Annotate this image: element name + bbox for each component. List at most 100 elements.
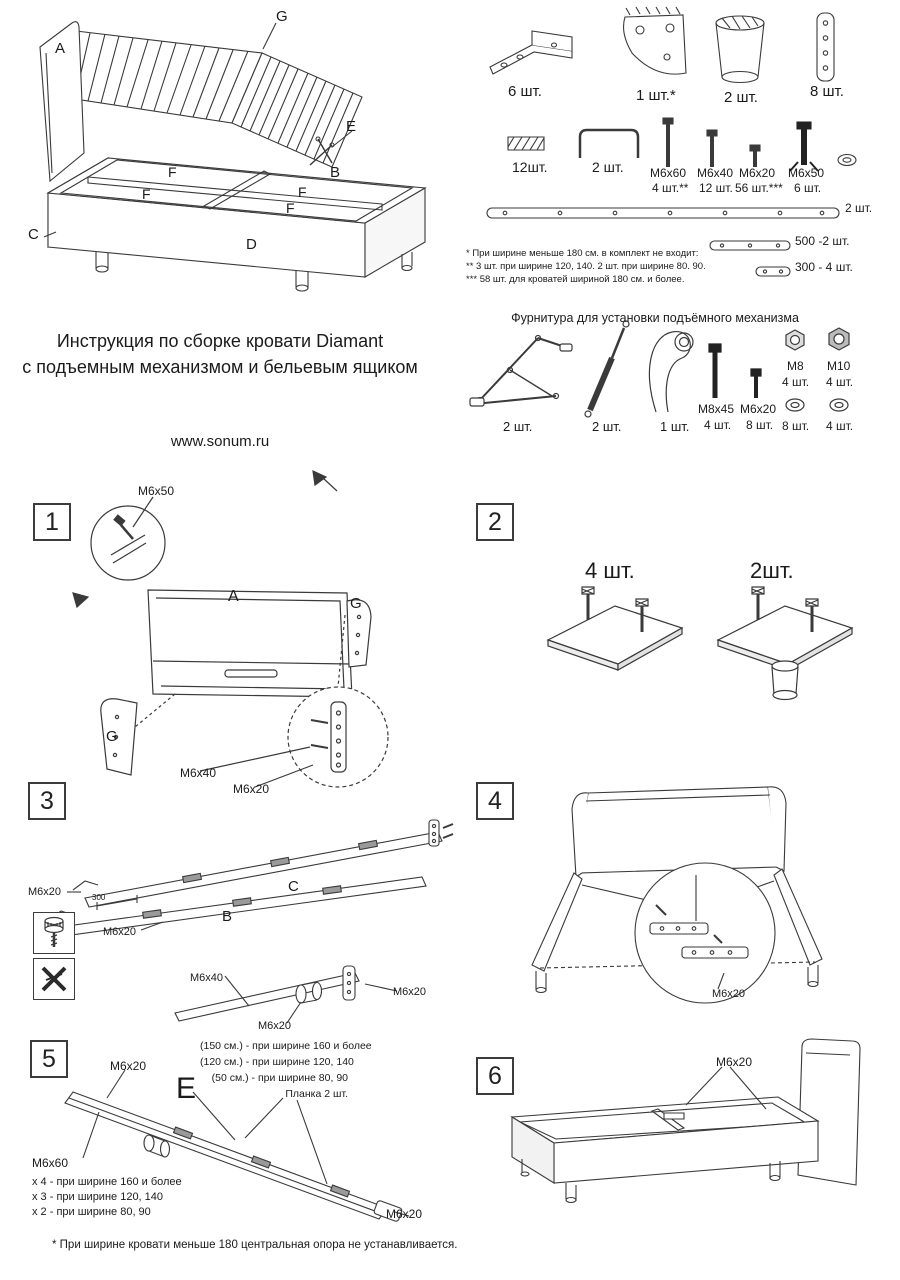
detail-circle-plate bbox=[200, 615, 388, 787]
step1-m6x50: М6х50 bbox=[138, 484, 175, 498]
label-A: A bbox=[55, 40, 66, 57]
bolt-m6x40-icon bbox=[707, 130, 717, 167]
lift-hardware-drawing bbox=[460, 308, 900, 440]
step5-m6x20-top: М6х20 bbox=[110, 1059, 147, 1073]
cylinder-leg-icon bbox=[716, 16, 764, 83]
step3-dim-300: 300 bbox=[92, 893, 106, 902]
frame-legs bbox=[536, 965, 818, 993]
step3-m6x20-left: М6х20 bbox=[28, 886, 62, 898]
label-B: B bbox=[330, 164, 341, 181]
legs bbox=[96, 252, 412, 291]
headboard-panel bbox=[148, 590, 352, 697]
step5-drawing bbox=[25, 1040, 465, 1245]
qty-mounting-plate: 8 шт. bbox=[810, 83, 844, 100]
long-rail-icon bbox=[487, 208, 839, 218]
step5-m6x60-note-1: х 4 - при ширине 160 и более bbox=[32, 1176, 182, 1188]
gas-strut-qty: 2 шт. bbox=[592, 419, 622, 434]
website-url: www.sonum.ru bbox=[170, 433, 270, 450]
step1-m6x20: М6х20 bbox=[233, 782, 270, 796]
step2-qty2: 2шт. bbox=[750, 558, 794, 583]
side-panel-left bbox=[101, 699, 137, 775]
step1-label-G-left: G bbox=[106, 728, 118, 745]
lift-mechanism-qty: 2 шт. bbox=[503, 419, 533, 434]
footnote-1: * При ширине меньше 180 см. в комплект н… bbox=[466, 248, 699, 259]
bolt-m8x45-label: М8х45 bbox=[698, 402, 735, 416]
gas-strut-icon bbox=[585, 321, 629, 417]
step1-label-G-right: G bbox=[350, 595, 362, 612]
bolt-m6x60-label: М6х60 bbox=[650, 166, 687, 180]
nut-m8-qty: 4 шт. bbox=[782, 375, 810, 389]
step3-m6x20-mid: М6х20 bbox=[103, 926, 137, 938]
step5-m6x60-note-2: х 3 - при ширине 120, 140 bbox=[32, 1191, 164, 1203]
label-F3: F bbox=[142, 186, 151, 202]
bolt-m6x60-icon bbox=[663, 118, 673, 167]
strap-qty: 1 шт. bbox=[660, 419, 690, 434]
label-G: G bbox=[276, 8, 288, 25]
washer-m8-qty: 8 шт. bbox=[782, 419, 810, 433]
dimension-300 bbox=[97, 895, 137, 910]
bolt-m6x20s-qty: 8 шт. bbox=[746, 418, 774, 432]
qty-curved-plate: 1 шт.* bbox=[636, 87, 676, 104]
label-F2: F bbox=[298, 184, 307, 200]
bolt-m6x20-qty: 56 шт.*** bbox=[735, 181, 783, 195]
step-3-number: 3 bbox=[28, 782, 66, 820]
slat-panel-back bbox=[62, 31, 262, 123]
step5-m6x60: М6х60 bbox=[32, 1156, 69, 1170]
detail-circle-screw bbox=[91, 497, 165, 580]
step5-size-note-3: (50 см.) - при ширине 80, 90 bbox=[211, 1072, 348, 1084]
qty-u-bracket: 2 шт. bbox=[592, 159, 624, 175]
headboard bbox=[40, 22, 84, 181]
qty-corner-bracket: 6 шт. bbox=[508, 83, 542, 100]
step5-m6x60-note-3: х 2 - при ширине 80, 90 bbox=[32, 1206, 151, 1218]
washer-m8-icon bbox=[786, 399, 804, 411]
step-4-number: 4 bbox=[476, 782, 514, 820]
step3-m6x40: М6х40 bbox=[190, 972, 224, 984]
bottom-rail-with-roller bbox=[175, 966, 359, 1021]
nut-m8-label: М8 bbox=[787, 359, 804, 373]
label-F4: F bbox=[286, 200, 295, 216]
step3-m6x20-bottom: М6х20 bbox=[258, 1020, 292, 1032]
page-title-line2: с подъемным механизмом и бельевым ящиком bbox=[22, 357, 418, 377]
crossed-out-icon bbox=[34, 959, 74, 999]
bolt-m6x40-label: М6х40 bbox=[697, 166, 734, 180]
step1-label-A: A bbox=[228, 588, 239, 605]
washer-m10-qty: 4 шт. bbox=[826, 419, 854, 433]
step4-drawing bbox=[470, 775, 900, 1040]
headboard-assembled bbox=[572, 787, 786, 877]
bolt-m6x40-qty: 12 шт. bbox=[699, 181, 733, 195]
label-F1: F bbox=[168, 164, 177, 180]
qty-cylinder-leg: 2 шт. bbox=[724, 89, 758, 106]
overview-bed-drawing bbox=[10, 5, 460, 310]
detail-circle-brackets bbox=[635, 863, 775, 1003]
side-rail-C bbox=[73, 820, 453, 907]
long-rail-qty: 2 шт. bbox=[845, 201, 873, 215]
step-5-number: 5 bbox=[30, 1040, 68, 1078]
bolt-m6x60-qty: 4 шт.** bbox=[652, 181, 689, 195]
step3-m6x20-right: М6х20 bbox=[393, 986, 427, 998]
footer-note: * При ширине кровати меньше 180 централь… bbox=[52, 1239, 458, 1251]
lift-mechanism-icon bbox=[470, 336, 572, 407]
corner-plate-4x bbox=[548, 587, 682, 670]
step5-size-note-1: (150 см.) - при ширине 160 и более bbox=[200, 1040, 372, 1052]
leader-lines bbox=[83, 1070, 409, 1216]
hardware-drawing bbox=[460, 5, 900, 300]
step2-qty4: 4 шт. bbox=[585, 558, 635, 583]
label-E: E bbox=[346, 118, 357, 135]
bolt-m6x50-label: М6х50 bbox=[788, 166, 825, 180]
slat-panel-front bbox=[232, 53, 362, 167]
bolt-m8x45-qty: 4 шт. bbox=[704, 418, 732, 432]
bolt-m6x50-qty: 6 шт. bbox=[794, 181, 822, 195]
washer-icon bbox=[838, 155, 856, 166]
footnote-3: *** 58 шт. для кроватей шириной 180 см. … bbox=[466, 274, 685, 285]
bolt-m6x20s-label: М6х20 bbox=[740, 402, 777, 416]
mounting-plate-icon bbox=[817, 13, 834, 81]
rail-500-icon bbox=[710, 241, 790, 250]
nut-m8-icon bbox=[786, 330, 804, 350]
prohibited-icon-box bbox=[33, 958, 75, 1000]
step1-m6x40: М6х40 bbox=[180, 766, 217, 780]
rail-500-label: 500 -2 шт. bbox=[795, 234, 850, 248]
clip-block-icon bbox=[508, 137, 544, 150]
step3-label-B: B bbox=[222, 908, 233, 925]
step6-drawing bbox=[470, 1035, 900, 1250]
